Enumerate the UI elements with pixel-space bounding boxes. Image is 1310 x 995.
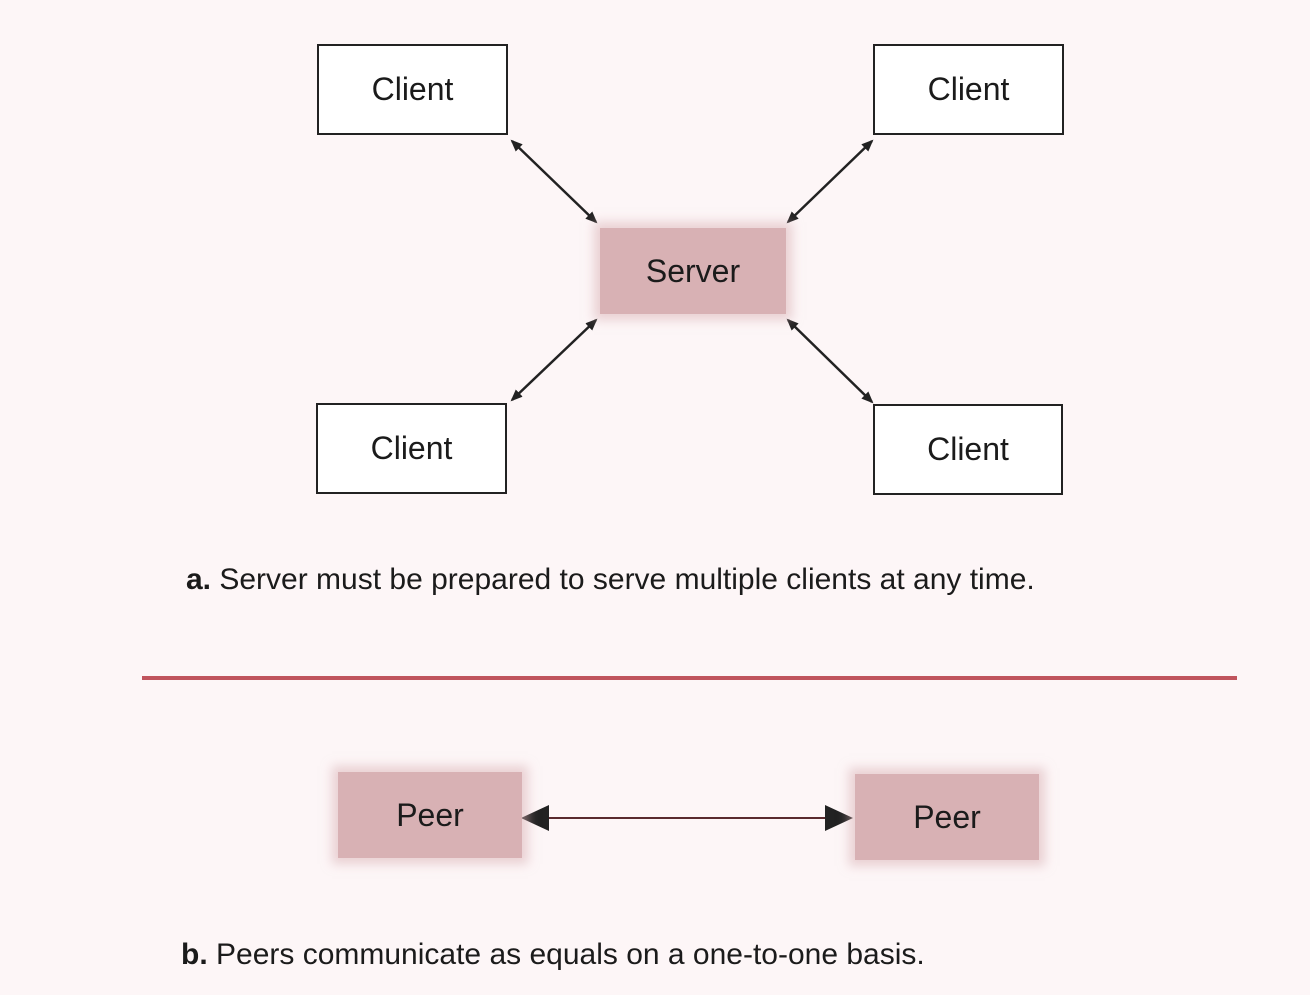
client-label: Client (370, 430, 453, 466)
client-label: Client (927, 71, 1010, 107)
peer-label: Peer (396, 796, 464, 833)
arrow-client-bottom-right-server (786, 318, 874, 404)
caption-b-letter: b. (181, 938, 208, 971)
caption-b: b. Peers communicate as equals on a one-… (181, 938, 925, 972)
client-box-bottom-left: Client (316, 403, 507, 494)
client-box-top-left: Client (317, 44, 508, 135)
client-box-top-right: Client (873, 44, 1064, 135)
server-box: Server (600, 228, 786, 314)
caption-b-text: Peers communicate as equals on a one-to-… (207, 938, 925, 971)
caption-a-text: Server must be prepared to serve multipl… (211, 563, 1035, 596)
arrow-client-top-right-server (786, 139, 874, 224)
client-box-bottom-right: Client (873, 404, 1063, 495)
arrow-client-bottom-left-server (510, 318, 598, 402)
peer-box-left: Peer (338, 772, 522, 858)
client-label: Client (371, 71, 454, 107)
client-label: Client (927, 431, 1009, 467)
caption-a-letter: a. (186, 563, 212, 596)
peer-box-right: Peer (855, 774, 1039, 860)
section-divider (142, 676, 1237, 680)
server-label: Server (645, 252, 741, 289)
peer-label: Peer (913, 798, 981, 835)
caption-a: a. Server must be prepared to serve mult… (186, 563, 1035, 597)
arrow-client-top-left-server (510, 139, 598, 224)
